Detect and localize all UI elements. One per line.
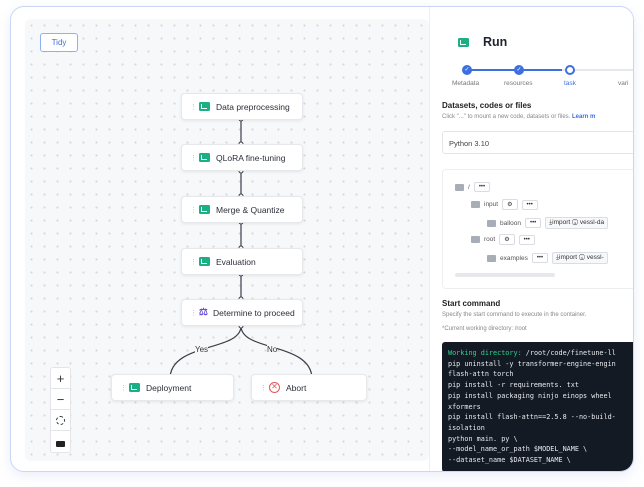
node-deployment[interactable]: ⋮⋮ Deployment [111,374,234,401]
datasets-hint: Click "..." to mount a new code, dataset… [442,114,595,120]
start-command-editor[interactable]: Working directory: /root/code/finetune-l… [442,342,633,471]
download-icon: ⤓ [549,219,553,226]
terminal-icon [129,383,140,392]
node-label: Abort [286,382,307,393]
drag-handle-icon[interactable]: ⋮⋮ [190,103,203,111]
run-panel: Run ✓ ✓ Metadata resources task vari Dat… [429,7,633,471]
app-frame: Tidy Yes No ⋮⋮ Data preprocessing ⋮⋮ QLoRA… [10,6,634,472]
unlock-icon [56,440,65,447]
terminal-icon [199,153,210,162]
drag-handle-icon[interactable]: ⋮⋮ [190,206,203,214]
drag-handle-icon[interactable]: ⋮⋮ [190,154,203,162]
stepper: ✓ ✓ Metadata resources task vari [452,64,633,94]
tree-label: balloon [500,219,521,227]
tree-balloon: balloon•••⤓import ⓘ vessl-da [487,217,609,229]
tree-examples: examples•••⤓import ⓘ vessl- [487,252,608,264]
drag-handle-icon[interactable]: ⋮⋮ [120,384,133,392]
folder-icon [455,183,464,191]
node-data-preprocessing[interactable]: ⋮⋮ Data preprocessing [181,93,303,120]
folder-icon [471,201,480,208]
node-qlora-fine-tuning[interactable]: ⋮⋮ QLoRA fine-tuning [181,144,303,171]
zoom-in-button[interactable]: + [51,368,70,389]
tree-root: /••• [455,182,491,192]
learn-more-link[interactable]: Learn m [572,114,596,120]
drag-handle-icon[interactable]: ⋮⋮ [260,384,273,392]
drag-handle-icon[interactable]: ⋮⋮ [190,309,203,317]
node-determine-to-proceed[interactable]: ⋮⋮⚖ Determine to proceed [181,299,303,326]
step-resources[interactable]: ✓ [514,65,524,75]
step-label: Metadata [452,80,480,87]
node-evaluation[interactable]: ⋮⋮ Evaluation [181,248,303,275]
node-label: QLoRA fine-tuning [216,152,286,163]
edge-label-yes: Yes [195,345,209,354]
tree-label: / [468,183,470,191]
python-version-select[interactable]: Python 3.10 [442,131,633,154]
code-prefix: Working directory: [448,349,522,357]
folder-icon [471,236,480,243]
node-label: Deployment [146,382,192,393]
file-tree: /••• input⚙••• balloon•••⤓import ⓘ vessl… [442,169,633,289]
fit-view-button[interactable] [51,410,70,431]
terminal-icon [458,37,469,47]
step-metadata[interactable]: ✓ [462,65,472,75]
hint-text: Click "..." to mount a new code, dataset… [442,114,571,120]
tree-label: input [484,201,499,208]
fit-view-icon [56,415,65,425]
condition-icon: ⚖ [199,307,208,318]
node-label: Evaluation [216,256,256,267]
datasets-heading: Datasets, codes or files [442,101,532,110]
code-line: /root/code/finetune-ll [521,349,616,357]
folder-icon [487,254,496,262]
node-merge-quantize[interactable]: ⋮⋮ Merge & Quantize [181,196,303,223]
node-label: Determine to proceed [212,307,295,318]
more-button[interactable]: ••• [531,253,549,263]
more-button[interactable]: ••• [518,234,535,245]
step-label: vari [618,80,629,87]
edges [167,116,315,382]
download-icon: ⤓ [556,254,560,261]
drag-handle-icon[interactable]: ⋮⋮ [190,258,203,266]
import-badge[interactable]: ⤓import ⓘ vessl-da [545,217,609,229]
workflow-canvas[interactable] [25,19,429,461]
terminal-icon [199,257,210,266]
step-task[interactable] [565,65,575,75]
step-label: resources [504,80,533,87]
more-button[interactable]: ••• [521,199,538,210]
canvas-controls: + − [50,367,71,453]
working-directory-note: *Current working directory: /root [442,326,527,332]
edge-label-no: No [267,345,278,354]
settings-button[interactable]: ⚙ [502,199,518,210]
folder-icon [487,219,496,227]
import-badge[interactable]: ⤓import ⓘ vessl- [552,252,608,264]
step-label: task [564,80,576,87]
node-label: Merge & Quantize [216,204,285,215]
terminal-icon [199,205,210,214]
tidy-button[interactable]: Tidy [40,33,78,52]
tree-label: root [484,236,496,243]
start-command-heading: Start command [442,299,501,308]
more-button[interactable]: ••• [524,218,542,228]
node-label: Data preprocessing [216,101,290,112]
settings-button[interactable]: ⚙ [499,234,515,245]
panel-title: Run [458,35,507,49]
tree-input: input⚙••• [471,199,538,210]
lock-toggle-button[interactable] [51,431,70,452]
tree-root-dir: root⚙••• [471,234,535,245]
zoom-out-button[interactable]: − [51,389,70,410]
node-abort[interactable]: ⋮⋮✕ Abort [251,374,367,401]
panel-title-text: Run [483,35,508,49]
horizontal-scrollbar[interactable] [455,273,555,277]
start-command-hint: Specify the start command to execute in … [442,312,587,318]
abort-icon: ✕ [269,382,280,393]
more-button[interactable]: ••• [473,182,491,192]
terminal-icon [199,102,210,111]
tree-label: examples [500,254,528,262]
